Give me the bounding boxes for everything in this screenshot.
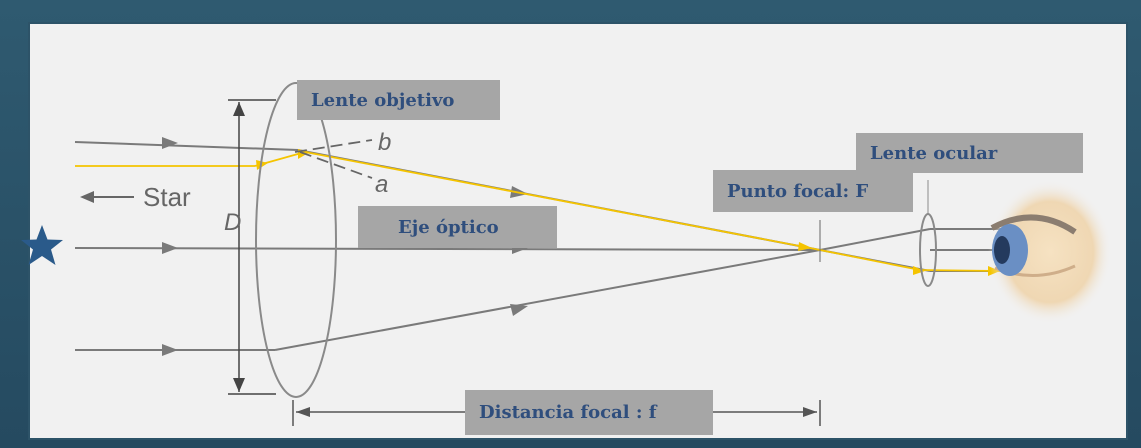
diameter-label: D	[224, 209, 241, 236]
objective-lens-icon	[255, 82, 337, 398]
star-icon	[21, 225, 63, 265]
ab-dashed-lines	[294, 139, 373, 179]
star-label: Star	[143, 182, 191, 212]
refracted-ray-bottom	[274, 249, 821, 351]
highlight-ray	[75, 151, 1001, 272]
focal-length-label: Distancia focal : f	[465, 390, 713, 435]
objective-lens-label: Lente objetivo	[297, 80, 500, 120]
incoming-ray-axis	[74, 247, 821, 251]
eye-icon	[988, 180, 1112, 324]
eyepiece-lens-label: Lente ocular	[856, 133, 1083, 173]
highlight-arrowheads	[256, 149, 1000, 276]
diameter-arrowheads	[233, 102, 245, 392]
focal-point-label: Punto focal: F	[713, 170, 913, 212]
focal-length-dimension	[292, 400, 821, 426]
ray-b-label: b	[378, 129, 391, 156]
focal-length-arrowheads	[296, 407, 817, 417]
incoming-ray-top	[74, 141, 299, 151]
diagram-panel	[28, 22, 1128, 440]
ray-a-label: a	[375, 171, 388, 198]
diverging-ray-up	[819, 228, 931, 251]
diameter-marker	[228, 99, 276, 395]
star-direction-arrow	[80, 191, 134, 203]
incoming-arrowheads	[162, 137, 178, 356]
optical-axis-label: Eje óptico	[358, 206, 557, 248]
